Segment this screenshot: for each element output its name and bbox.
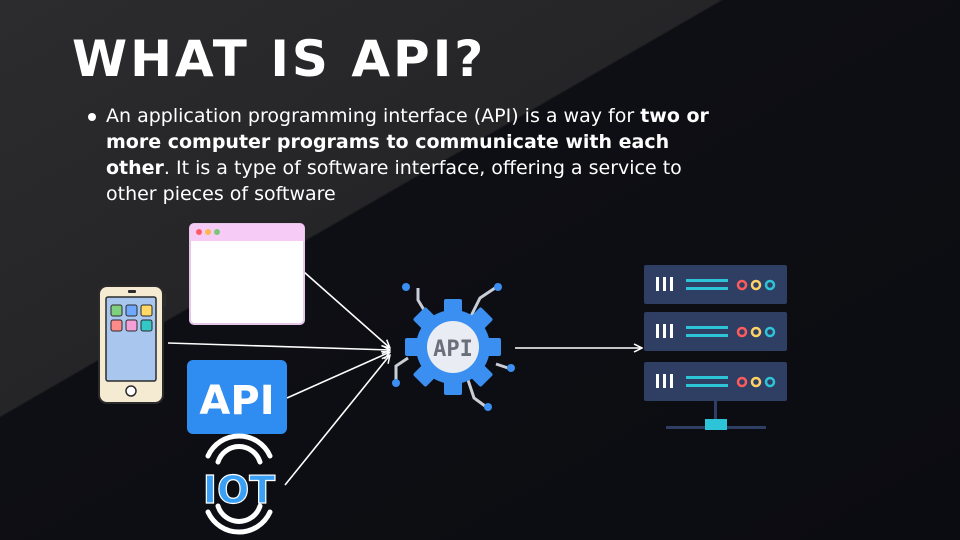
bullet-text-plain: An application programming interface (AP… bbox=[106, 105, 641, 127]
api-badge-label: API bbox=[199, 378, 274, 424]
arrow-phone-to-api bbox=[167, 342, 390, 350]
server-rack-icon bbox=[644, 265, 787, 430]
arrow-iot-to-api bbox=[284, 355, 390, 486]
smartphone-icon bbox=[98, 285, 166, 404]
bullet-text-rest: . It is a type of software interface, of… bbox=[106, 157, 682, 205]
browser-window-icon bbox=[189, 223, 305, 325]
connector-arrows bbox=[167, 271, 642, 486]
gear-label: API bbox=[433, 337, 473, 362]
server-unit-3 bbox=[644, 362, 787, 401]
bullet-item: An application programming interface (AP… bbox=[84, 103, 734, 207]
server-unit-2 bbox=[644, 312, 787, 351]
api-gear-icon: API bbox=[392, 283, 515, 411]
server-unit-1 bbox=[644, 265, 787, 304]
bullet-text-bold: two or more computer programs to communi… bbox=[106, 105, 709, 179]
arrow-apibadge-to-api bbox=[286, 352, 390, 399]
iot-label: IOT bbox=[203, 468, 275, 512]
slide-title: WHAT IS API? bbox=[72, 30, 487, 88]
bullet-list: An application programming interface (AP… bbox=[84, 103, 734, 207]
arrow-browser-to-api bbox=[303, 271, 390, 348]
api-badge-icon: API bbox=[187, 360, 287, 434]
iot-icon: IOT bbox=[202, 433, 276, 535]
